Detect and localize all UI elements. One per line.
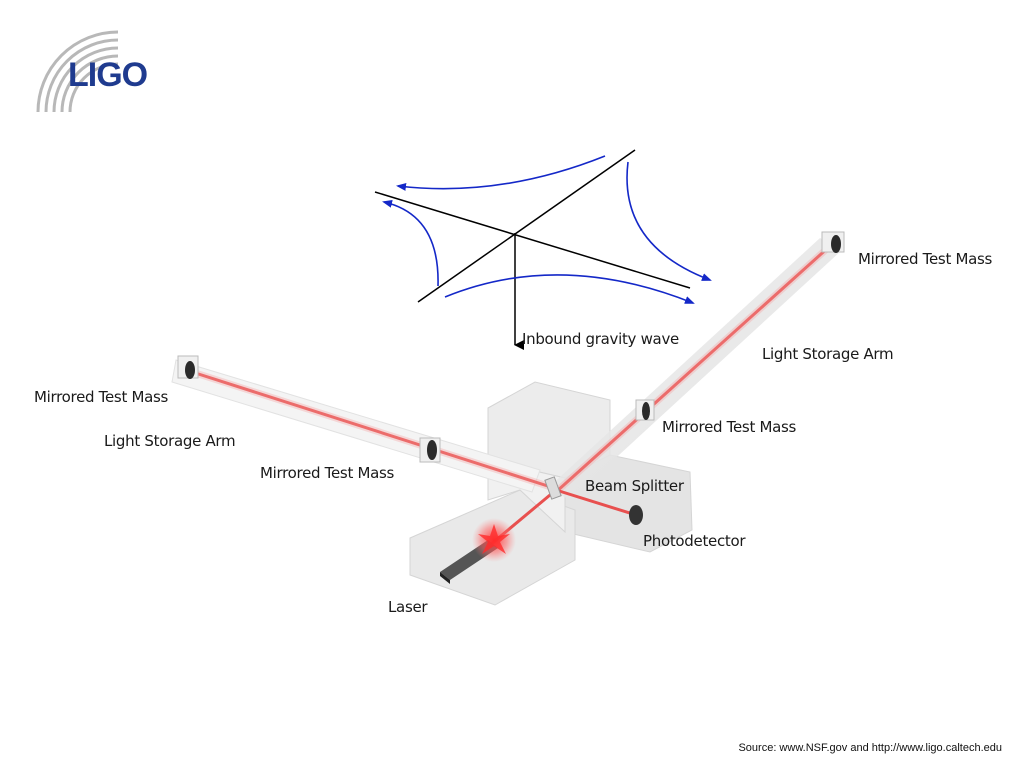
source-citation: Source: www.NSF.gov and http://www.ligo.…	[738, 742, 1002, 754]
mirrored-test-mass-far-left-icon	[177, 355, 199, 379]
label-beam-splitter: Beam Splitter	[585, 477, 684, 495]
label-mirrored-test-mass-far-left: Mirrored Test Mass	[34, 388, 169, 406]
label-light-storage-arm-left: Light Storage Arm	[104, 432, 236, 450]
detector-beam	[555, 488, 637, 517]
label-light-storage-arm-right: Light Storage Arm	[762, 345, 894, 363]
gravity-wave-diagram	[374, 149, 712, 350]
mirrored-test-mass-near-left-icon	[419, 437, 441, 463]
label-photodetector: Photodetector	[643, 532, 746, 550]
label-mirrored-test-mass-near-left: Mirrored Test Mass	[260, 464, 395, 482]
mirrored-test-mass-near-right-icon	[635, 399, 655, 421]
mirrored-test-mass-far-right-icon	[821, 231, 845, 253]
photodetector-icon	[629, 505, 643, 525]
ligo-logo-text: LIGO	[68, 56, 148, 94]
label-laser: Laser	[388, 598, 428, 616]
laser-icon	[440, 518, 516, 584]
ligo-logo-icon	[36, 30, 119, 113]
light-storage-arm-left	[171, 359, 556, 493]
label-mirrored-test-mass-near-right: Mirrored Test Mass	[662, 418, 797, 436]
light-storage-arm-right	[548, 238, 842, 500]
label-mirrored-test-mass-far-right: Mirrored Test Mass	[858, 250, 993, 268]
beam-splitter-icon	[544, 476, 562, 500]
label-inbound-gravity-wave: Inbound gravity wave	[522, 330, 679, 348]
